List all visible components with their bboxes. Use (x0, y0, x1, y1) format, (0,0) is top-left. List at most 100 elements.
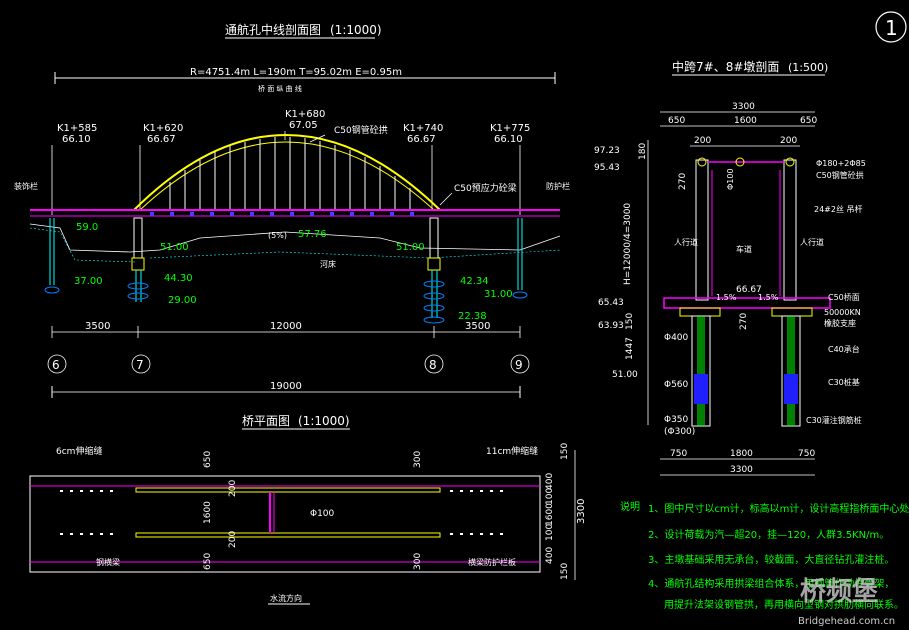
plan-label-left: 钢横梁 (96, 557, 120, 567)
pier-label-7: 7 (136, 358, 144, 372)
sheet-number-circle (875, 11, 907, 43)
pier-label-9: 9 (515, 358, 523, 372)
notes-line-2: 3、主墩基础采用无承台，较截面，大直径钻孔灌注桩。 (648, 553, 894, 566)
pier-diams: Φ400 Φ560 Φ350 (Φ300) (664, 333, 695, 437)
pier-sub-d1: 200 (694, 136, 711, 146)
plan-dim-l1: 200 (228, 480, 238, 497)
pier-diam-0: Φ400 (664, 333, 689, 343)
plan-arch-top (135, 487, 441, 493)
plan-dim-total: 3300 (576, 499, 587, 524)
pier-top-d2: 1600 (734, 116, 757, 126)
deck-label: C50预应力砼梁 (454, 182, 517, 194)
station-2-elev: 66.67 (147, 134, 176, 145)
pier-bot-total: 3300 (730, 465, 753, 475)
station-3: K1+680 (285, 109, 325, 120)
pier-6 (44, 218, 60, 294)
notes-head: 说明 (620, 500, 640, 513)
pier-label-8: 50000KN (824, 308, 861, 317)
elev-22: 22.38 (458, 311, 487, 322)
span-2: 12000 (270, 321, 302, 332)
elev-42: 42.34 (460, 276, 489, 287)
pier-elev-2: 65.43 (598, 298, 624, 308)
pier-vdim-1: 270 (678, 173, 688, 190)
plan-right-note: 11cm伸缩缝 (486, 445, 538, 457)
pier-elev-5: 66.67 (736, 285, 762, 295)
pier-top-d1: 650 (668, 116, 685, 126)
pier-label-6: 人行道 (800, 237, 824, 247)
pier-9 (512, 218, 528, 299)
pier-label-12: C30灌注钢筋桩 (806, 415, 862, 425)
plan-flow: 水流方向 (270, 593, 302, 603)
plan-dim-r0: 150 (560, 443, 570, 460)
pier-bot-d0: 750 (670, 449, 687, 459)
station-3-elev: 67.05 (289, 120, 318, 131)
plan-dots (60, 490, 503, 535)
plan-dims-left: 650 200 1600 200 650 (203, 451, 238, 570)
plan-dim-l2: 1600 (203, 501, 213, 524)
pier-markers (47, 354, 530, 374)
span-1: 3500 (85, 321, 110, 332)
pier-elev-3: 63.93 (598, 321, 624, 331)
elev-37: 37.00 (74, 276, 103, 287)
plan-left-note: 6cm伸缩缝 (56, 445, 102, 457)
station-2: K1+620 (143, 123, 183, 134)
pier-labels: Φ180+2Φ85 C50钢管砼拱 Φ100 24#2丝 吊杆 人行道 车道 人… (674, 159, 866, 425)
pier-label-6: 6 (52, 358, 60, 372)
ground-line (29, 223, 561, 253)
plan-scale: (1:1000) (298, 414, 350, 428)
pier-vert-dims: 180 270 H=12000/4=3000 150 1447 270 (623, 143, 749, 360)
arch-label: C50钢管砼拱 (334, 124, 388, 136)
plan-dim-l4: 650 (203, 553, 213, 570)
elev-59: 59.0 (76, 222, 98, 233)
notes-line-1: 2、设计荷载为汽—超20，挂—120，人群3.5KN/m。 (648, 528, 889, 541)
pier-vdim-3: 150 (625, 313, 635, 330)
pier-label-10: C40承台 (828, 344, 860, 354)
pier-label-0: Φ180+2Φ85 (816, 159, 866, 168)
pier-vdim-2: H=12000/4=3000 (623, 203, 633, 285)
elev-44: 44.30 (164, 273, 193, 284)
slope-label: (5%) (268, 231, 287, 240)
pier-slope-l: 1.5% (716, 293, 737, 302)
pier-deck (663, 297, 831, 309)
pier-slope-r: 1.5% (758, 293, 779, 302)
pier-vdim-0: 180 (638, 143, 648, 160)
pier-8 (423, 217, 445, 324)
pier-label-2: Φ100 (726, 168, 735, 190)
pier-scale: (1:500) (788, 61, 828, 74)
pier-title: 中跨7#、8#墩剖面 (672, 59, 779, 74)
plan-dims-right: 150 400 100 1600 100 400 150 (545, 443, 570, 580)
watermark-url: Bridgehead.com.cn (798, 616, 895, 627)
pier-label-5: 车道 (736, 244, 752, 254)
pier-label-1: C50钢管砼拱 (816, 170, 864, 180)
plan-dim-l0: 650 (203, 451, 213, 468)
elev-57: 57.76 (298, 229, 327, 240)
station-1-elev: 66.10 (62, 134, 91, 145)
pier-label-11: C30桩基 (828, 377, 860, 387)
pier-diam-3: (Φ300) (664, 427, 695, 437)
pier-diam-2: Φ350 (664, 415, 689, 425)
pier-elev-0: 97.23 (594, 146, 620, 156)
pier-top-d3: 650 (800, 116, 817, 126)
pier-label-8: 8 (429, 358, 437, 372)
pier-bot-d2: 750 (798, 449, 815, 459)
section-elevations: 59.0 51.00 51.00 44.30 37.00 29.00 57.76… (74, 222, 513, 322)
elev-51-left: 51.00 (160, 242, 189, 253)
plan-label-right: 横梁防护栏板 (468, 557, 516, 567)
pier-label-9: 橡胶支座 (824, 318, 856, 328)
notes-line-0: 1、图中尺寸以cm计，标高以m计，设计高程指桥面中心处。 (648, 502, 909, 515)
plan-dim-r1: 400 (545, 473, 555, 490)
section-scale: (1:1000) (330, 23, 382, 37)
pier-label-7: C50桥面 (828, 292, 860, 302)
station-4-elev: 66.67 (407, 134, 436, 145)
curve-params: R=4751.4m L=190m T=95.02m E=0.95m (190, 67, 402, 78)
plan-deck-outline (29, 475, 541, 573)
pier-elev-1: 95.43 (594, 163, 620, 173)
plan-arch-bottom (135, 532, 441, 538)
pier-top-total: 3300 (732, 102, 755, 112)
plan-dim-r4: 100 (545, 524, 555, 541)
span-3: 3500 (465, 321, 490, 332)
notes-line-4: 用提升法架设钢管拱，再用横向型钢对拱肋横向联系。 (664, 598, 904, 611)
plan-dim-r6: 150 (560, 563, 570, 580)
pier-elevs: 97.23 95.43 65.43 63.93 51.00 66.67 (594, 146, 762, 380)
